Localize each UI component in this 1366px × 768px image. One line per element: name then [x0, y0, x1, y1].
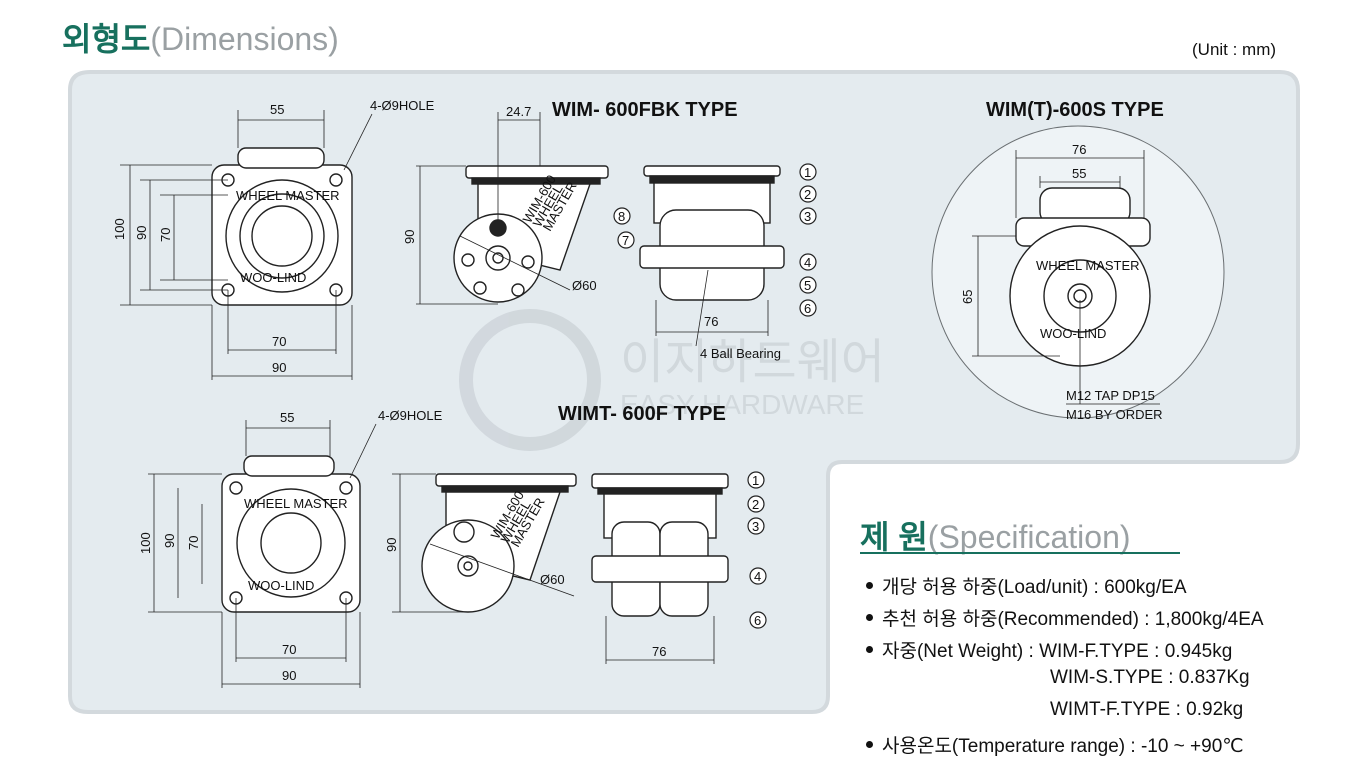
s-plate-text-bottom: WOO-LIND: [1040, 326, 1106, 341]
f-callout-2: 2: [752, 497, 759, 512]
f-callout-1: 1: [752, 473, 759, 488]
fbk-plate-text-top: WHEEL MASTER: [236, 188, 340, 203]
fbk-callouts: [613, 163, 817, 317]
fbk-dim-90-v: 90: [134, 226, 149, 240]
callout-8: 8: [618, 209, 625, 224]
spec-title-underline: [860, 552, 1180, 554]
f-dim-90-v: 90: [162, 534, 177, 548]
spec-line-load: 개당 허용 하중(Load/unit) : 600kg/EA: [866, 572, 1187, 599]
f-top-view: [148, 420, 377, 688]
callout-7: 7: [622, 233, 629, 248]
f-type-title: WIMT- 600F TYPE: [558, 403, 726, 425]
fbk-dim-70: 70: [272, 334, 286, 349]
fbk-side-dim-90: 90: [402, 230, 417, 244]
s-tap-label: M12 TAP DP15: [1066, 388, 1155, 403]
f-plate-text-top: WHEEL MASTER: [244, 496, 348, 511]
f-plate-text-bottom: WOO-LIND: [248, 578, 314, 593]
callout-6: 6: [804, 301, 811, 316]
s-type-title: WIM(T)-600S TYPE: [986, 99, 1164, 121]
s-by-order-label: M16 BY ORDER: [1066, 407, 1163, 422]
spec-title: 제 원(Specification): [860, 512, 1131, 558]
bullet: [866, 582, 873, 590]
spec-line-weight: 자중(Net Weight) : WIM-F.TYPE : 0.945kg: [866, 636, 1232, 663]
f-hole-label: 4-Ø9HOLE: [378, 408, 443, 423]
fbk-hole-label: 4-Ø9HOLE: [370, 98, 435, 113]
f-dim-100: 100: [138, 532, 153, 554]
f-dim-70-v: 70: [186, 536, 201, 550]
watermark: 이지하드웨어 EASY HARDWARE: [459, 309, 885, 451]
unit-label: (Unit : mm): [1192, 40, 1277, 59]
ball-bearing-label: 4 Ball Bearing: [700, 346, 781, 361]
page-title-ko: 외형도: [62, 21, 151, 57]
spec-title-en: (Specification): [927, 519, 1131, 555]
spec-line-weight-s: WIM-S.TYPE : 0.837Kg: [1050, 667, 1250, 688]
s-dim-55: 55: [1072, 166, 1086, 181]
bullet: [866, 614, 873, 622]
f-dim-55: 55: [280, 410, 294, 425]
bullet: [866, 741, 873, 749]
f-callout-4: 4: [754, 569, 761, 584]
fbk-dim-100: 100: [112, 218, 127, 240]
watermark-logo: [459, 309, 601, 451]
fbk-dim-90: 90: [272, 360, 286, 375]
page-title: 외형도(Dimensions): [62, 14, 339, 60]
callout-5: 5: [804, 278, 811, 293]
f-side-view: [392, 473, 577, 613]
fbk-type-title: WIM- 600FBK TYPE: [552, 99, 738, 121]
fbk-front-dim-76: 76: [704, 314, 718, 329]
f-dim-90: 90: [282, 668, 296, 683]
callout-4: 4: [804, 255, 811, 270]
fbk-plate-text-bottom: WOO-LIND: [240, 270, 306, 285]
s-dim-76: 76: [1072, 142, 1086, 157]
fbk-dim-24-7: 24.7: [506, 104, 531, 119]
watermark-ko: 이지하드웨어: [620, 336, 885, 389]
spec-line-weight-t: WIMT-F.TYPE : 0.92kg: [1050, 699, 1244, 720]
s-dim-65: 65: [960, 290, 975, 304]
fbk-top-view: [120, 110, 373, 380]
bullet: [866, 646, 873, 654]
fbk-dim-55: 55: [270, 102, 284, 117]
f-dim-70: 70: [282, 642, 296, 657]
page-title-en: (Dimensions): [150, 21, 339, 57]
spec-line-recommended: 추천 허용 하중(Recommended) : 1,800kg/4EA: [866, 604, 1264, 631]
callout-1: 1: [804, 165, 811, 180]
spec-line-temperature: 사용온도(Temperature range) : -10 ~ +90℃: [866, 731, 1244, 758]
f-callout-3: 3: [752, 519, 759, 534]
spec-title-ko: 제 원: [860, 519, 928, 555]
fbk-dim-70-v: 70: [158, 228, 173, 242]
fbk-wheel-dia: Ø60: [572, 278, 597, 293]
fbk-front-view: [639, 165, 785, 347]
watermark-en: EASY HARDWARE: [620, 389, 864, 420]
f-front-view: [591, 473, 729, 664]
callout-3: 3: [804, 209, 811, 224]
f-callouts: [747, 471, 767, 629]
fbk-side-view: [416, 112, 609, 305]
callout-2: 2: [804, 187, 811, 202]
s-plate-text-top: WHEEL MASTER: [1036, 258, 1140, 273]
f-side-dim-90: 90: [384, 538, 399, 552]
f-front-dim-76: 76: [652, 644, 666, 659]
s-type-view: [931, 125, 1225, 419]
f-wheel-dia: Ø60: [540, 572, 565, 587]
f-callout-6: 6: [754, 613, 761, 628]
